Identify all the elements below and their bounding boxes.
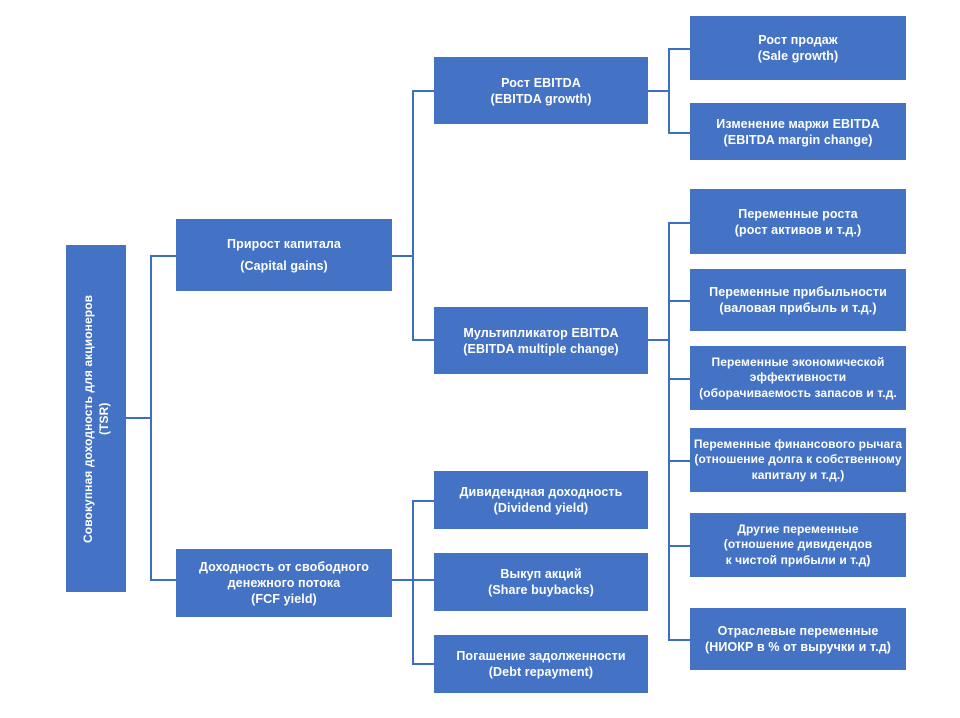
node-efficiency-variables[interactable]: Переменные экономической эффективности (…: [690, 346, 906, 410]
connector-to-other-variables: [668, 545, 690, 547]
node-label: Выкуп акций (Share buybacks): [488, 567, 594, 597]
node-label: Переменные роста (рост активов и т.д.): [734, 206, 862, 237]
node-label: Отраслевые переменные (НИОКР в % от выру…: [704, 624, 891, 654]
node-label: Доходность от свободного денежного поток…: [198, 560, 370, 606]
node-label: Прирост капитала (Capital gains): [227, 237, 341, 273]
connector-ebitda-growth-spine: [668, 48, 670, 90]
node-label: Переменные финансового рычага (отношение…: [693, 436, 903, 482]
node-ebitda-margin-change[interactable]: Изменение маржи EBITDA (EBITDA margin ch…: [690, 103, 906, 160]
connector-fcf-spine-upper: [412, 500, 414, 579]
node-label: Дивидендная доходность (Dividend yield): [459, 485, 623, 515]
node-growth-variables[interactable]: Переменные роста (рост активов и т.д.): [690, 189, 906, 254]
connector-capital-gains-stub: [392, 255, 412, 257]
connector-to-share-buybacks: [412, 579, 434, 581]
node-ebitda-growth[interactable]: Рост EBITDA (EBITDA growth): [434, 57, 648, 124]
node-label: Рост продаж (Sale growth): [757, 33, 839, 63]
connector-to-fcf-yield: [150, 579, 176, 581]
node-fcf-yield[interactable]: Доходность от свободного денежного поток…: [176, 549, 392, 617]
node-profitability-variables[interactable]: Переменные прибыльности (валовая прибыль…: [690, 269, 906, 331]
connector-root-stub: [126, 417, 150, 419]
connector-ebitda-multiple-stub: [648, 339, 668, 341]
connector-to-ebitda-growth: [412, 90, 434, 92]
connector-to-leverage-variables: [668, 460, 690, 462]
node-other-variables[interactable]: Другие переменные (отношение дивидендов …: [690, 513, 906, 577]
connector-to-growth-variables: [668, 222, 690, 224]
connector-fcf-spine-lower: [412, 579, 414, 663]
connector-ebitda-growth-spine-lower: [668, 90, 670, 132]
connector-to-capital-gains: [150, 255, 176, 257]
connector-capital-gains-spine: [412, 90, 414, 255]
node-label: Изменение маржи EBITDA (EBITDA margin ch…: [716, 116, 880, 147]
connector-root-spine-lower: [150, 417, 152, 581]
node-tsr-root[interactable]: Совокупная доходность для акционеров (TS…: [66, 245, 126, 592]
node-label: Рост EBITDA (EBITDA growth): [490, 75, 592, 106]
connector-to-sale-growth: [668, 48, 690, 50]
connector-ebitda-multiple-spine-upper: [668, 222, 670, 339]
node-share-buybacks[interactable]: Выкуп акций (Share buybacks): [434, 553, 648, 611]
node-label: Погашение задолженности (Debt repayment): [456, 649, 626, 679]
connector-to-debt-repayment: [412, 663, 434, 665]
node-label: Переменные прибыльности (валовая прибыль…: [709, 285, 887, 315]
node-industry-variables[interactable]: Отраслевые переменные (НИОКР в % от выру…: [690, 608, 906, 670]
node-label: Другие переменные (отношение дивидендов …: [723, 521, 873, 567]
node-leverage-variables[interactable]: Переменные финансового рычага (отношение…: [690, 428, 906, 492]
connector-to-ebitda-multiple: [412, 339, 434, 341]
node-dividend-yield[interactable]: Дивидендная доходность (Dividend yield): [434, 471, 648, 529]
node-label: Совокупная доходность для акционеров (TS…: [80, 294, 111, 543]
connector-fcf-stub: [392, 579, 412, 581]
node-sale-growth[interactable]: Рост продаж (Sale growth): [690, 16, 906, 80]
connector-capital-gains-spine-lower: [412, 255, 414, 339]
connector-ebitda-multiple-spine-lower: [668, 339, 670, 639]
node-label: Мультипликатор EBITDA (EBITDA multiple c…: [463, 325, 619, 356]
node-ebitda-multiple[interactable]: Мультипликатор EBITDA (EBITDA multiple c…: [434, 307, 648, 374]
connector-to-ebitda-margin: [668, 132, 690, 134]
connector-to-efficiency-variables: [668, 378, 690, 380]
node-label: Переменные экономической эффективности (…: [699, 354, 897, 400]
connector-root-spine: [150, 255, 152, 419]
connector-to-profitability-variables: [668, 300, 690, 302]
node-capital-gains[interactable]: Прирост капитала (Capital gains): [176, 219, 392, 291]
node-debt-repayment[interactable]: Погашение задолженности (Debt repayment): [434, 635, 648, 693]
connector-ebitda-growth-stub: [648, 90, 668, 92]
connector-to-industry-variables: [668, 639, 690, 641]
connector-to-dividend-yield: [412, 500, 434, 502]
